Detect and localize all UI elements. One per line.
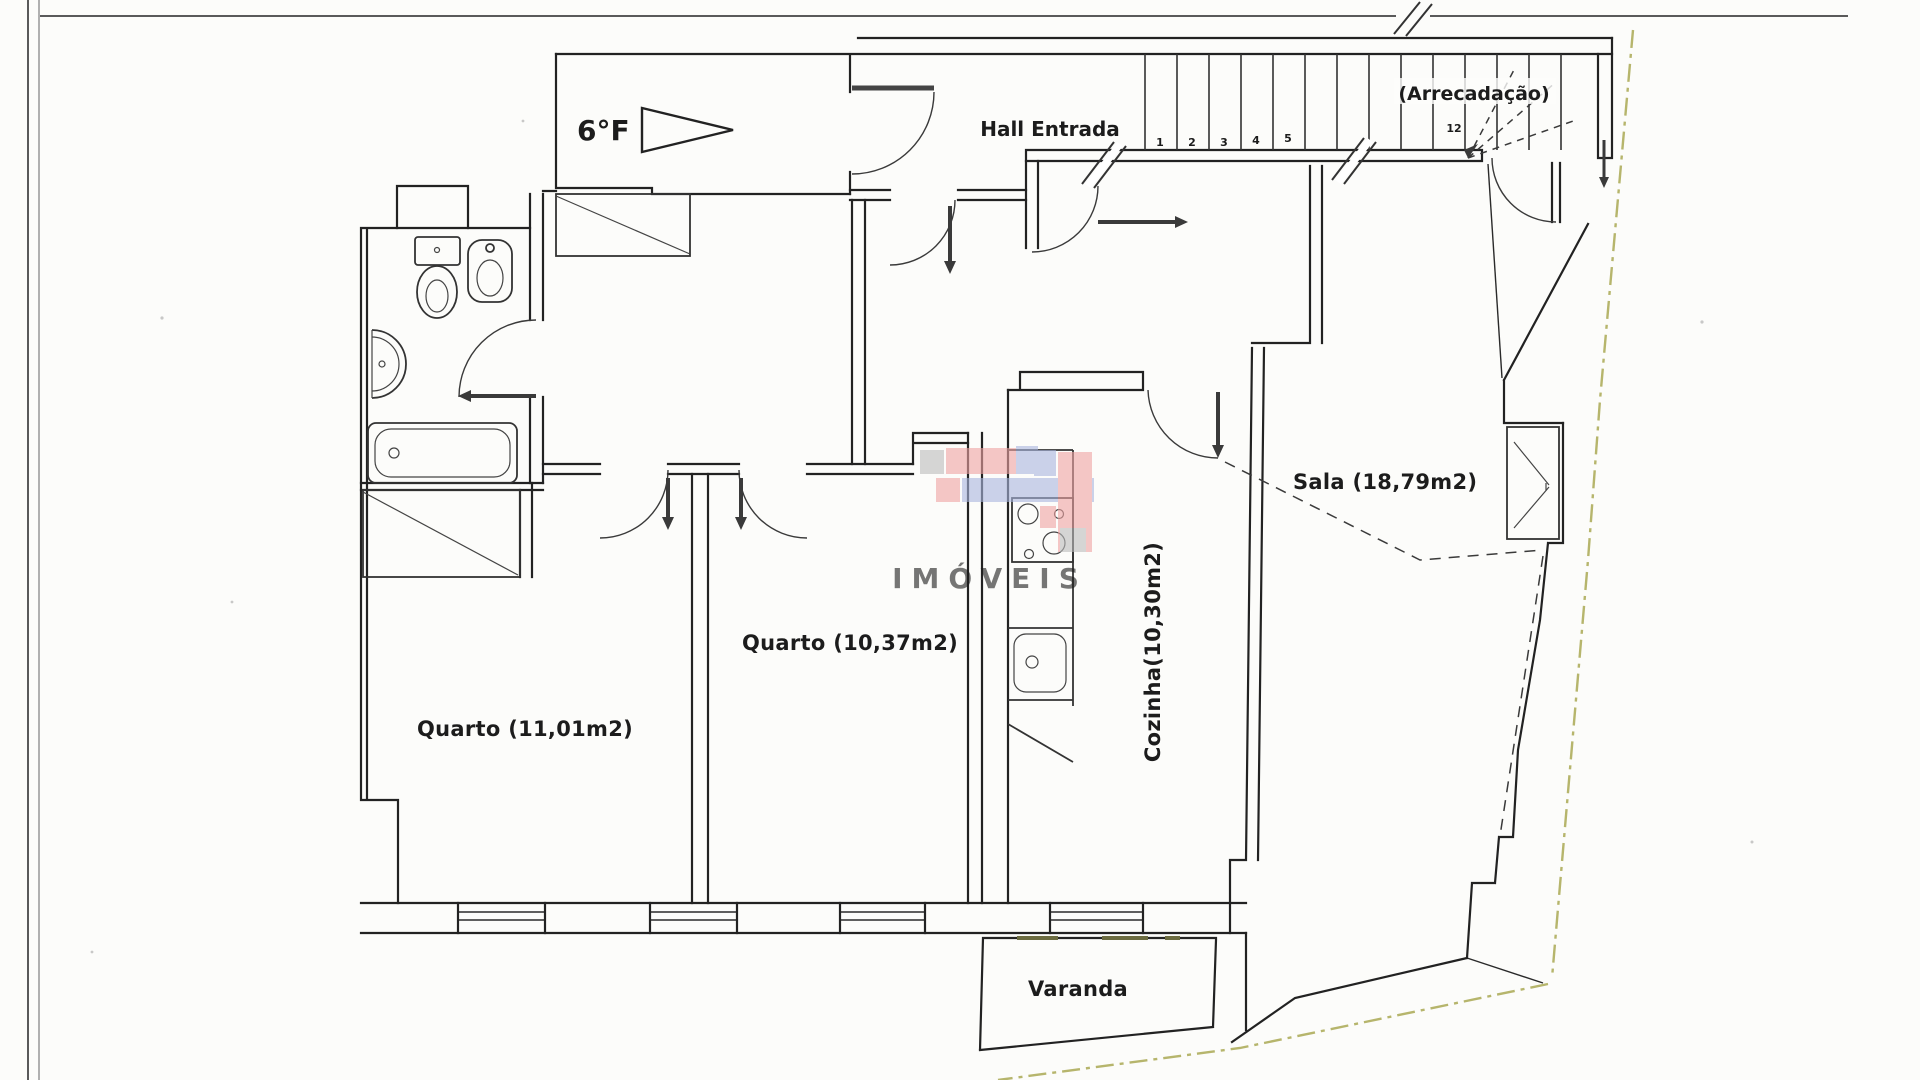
label-living-room: Sala (18,79m2) xyxy=(1293,470,1477,494)
bedroom-large-door xyxy=(599,469,674,539)
toilet-fixture xyxy=(414,236,461,319)
label-storage: (Arrecadação) xyxy=(1398,83,1549,105)
step-number-1: 1 xyxy=(1156,136,1164,149)
property-boundary-line xyxy=(997,29,1635,1080)
bathtub-fixture xyxy=(367,422,518,484)
living-room-dashed-lines xyxy=(1224,461,1544,837)
step-number-5: 5 xyxy=(1284,132,1292,145)
balcony-outline xyxy=(978,936,1218,1052)
kitchen-sink-icon xyxy=(1013,633,1067,693)
label-bedroom-small: Quarto (10,37m2) xyxy=(742,631,958,655)
step-number-2: 2 xyxy=(1188,136,1196,149)
hall-inner-door xyxy=(889,199,956,274)
bedroom-small-door xyxy=(735,469,808,539)
label-kitchen: Cozinha(10,30m2) xyxy=(1141,542,1165,762)
label-bedroom-large: Quarto (11,01m2) xyxy=(417,717,633,741)
label-hall: Hall Entrada xyxy=(980,117,1120,141)
closet-bedroom xyxy=(362,489,521,578)
unit-label-group: 6°F xyxy=(577,106,734,154)
entry-direction-triangle-icon xyxy=(640,106,734,154)
stair-step-numbers: 1 2 3 4 5 12 xyxy=(1156,122,1461,149)
step-number-3: 3 xyxy=(1220,136,1228,149)
bay-window-icon xyxy=(1506,426,1560,540)
step-number-12: 12 xyxy=(1446,122,1461,135)
bathroom-door xyxy=(458,319,537,402)
storage-label-backdrop xyxy=(1394,78,1556,104)
scan-border-lines xyxy=(27,0,1848,1080)
exterior-walls xyxy=(359,36,1614,1044)
label-balcony: Varanda xyxy=(1028,977,1128,1001)
watermark-text: IMÓVEIS xyxy=(892,561,1088,595)
boundary-dashdot-path xyxy=(997,29,1635,1080)
top-right-door xyxy=(1491,140,1609,224)
hall-to-living-door xyxy=(1031,185,1188,253)
stair-break-marks xyxy=(1081,137,1377,189)
unit-label: 6°F xyxy=(577,114,630,147)
bidet-fixture xyxy=(467,239,513,303)
agency-watermark-logo: IMÓVEIS xyxy=(892,446,1094,595)
washbasin-fixture xyxy=(371,329,407,399)
entry-door xyxy=(851,85,935,175)
closet-hall xyxy=(555,193,691,257)
step-number-4: 4 xyxy=(1252,134,1260,147)
kitchen-door xyxy=(1147,389,1224,459)
